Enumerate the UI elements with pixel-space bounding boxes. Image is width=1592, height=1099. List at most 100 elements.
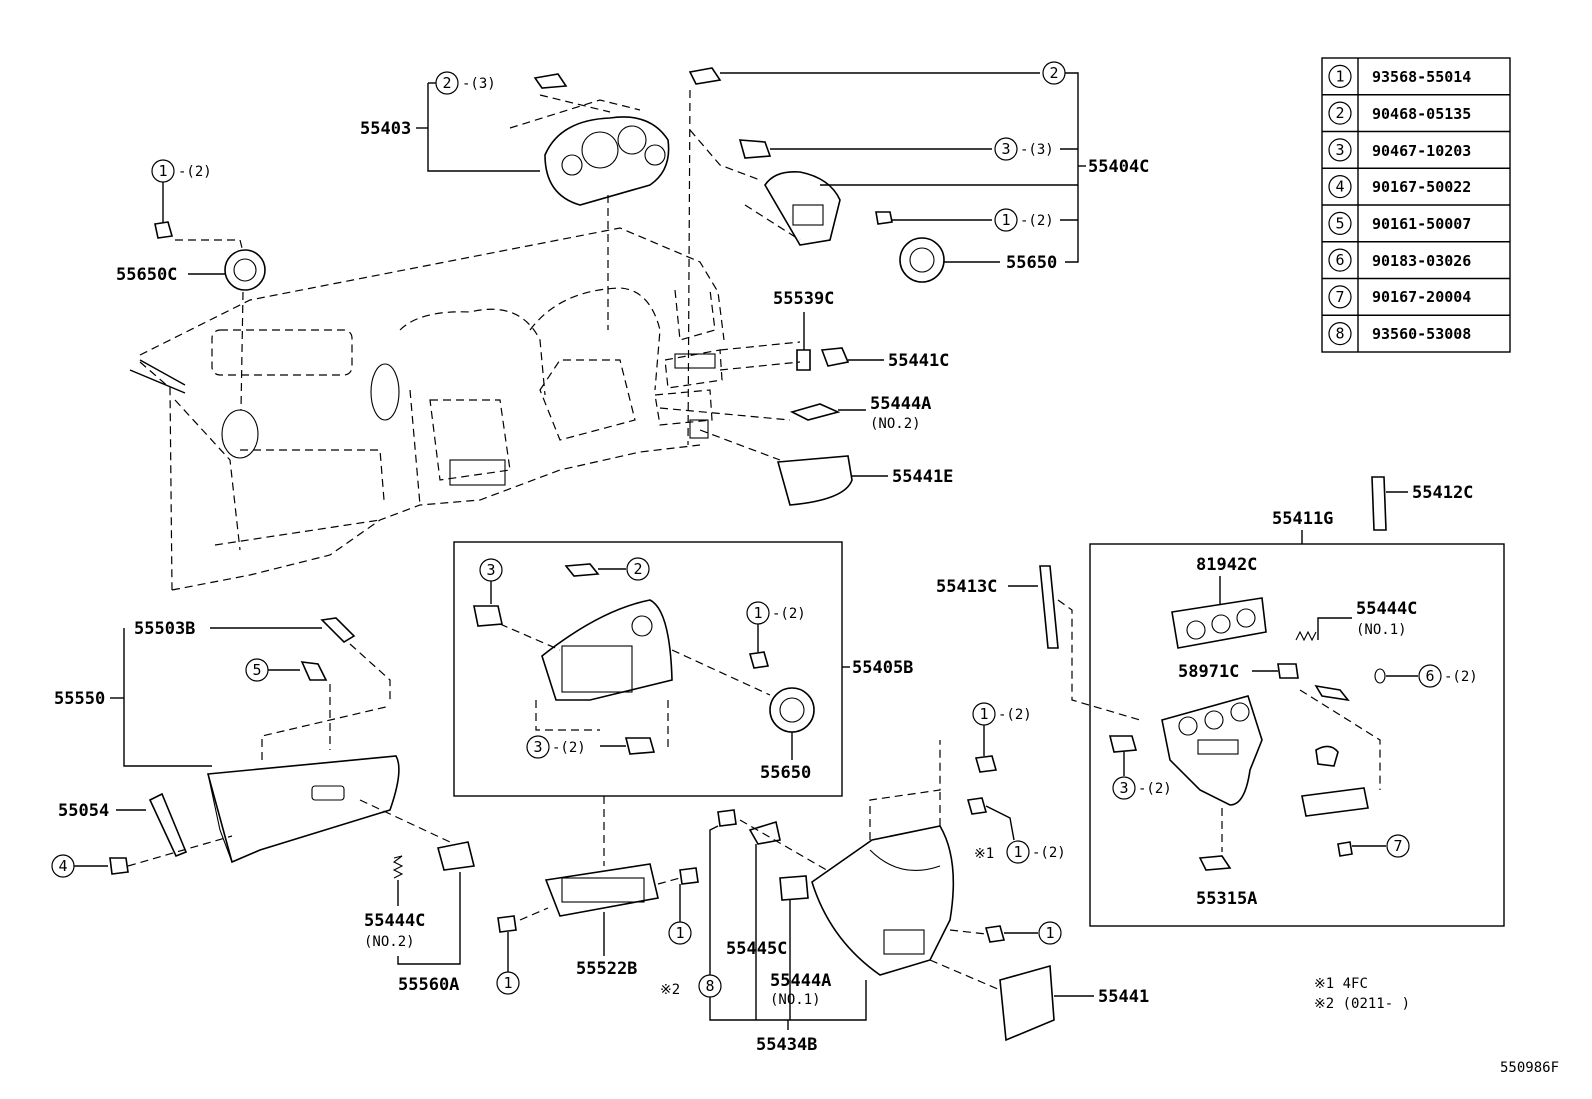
table-row-part: 93560-53008 [1372, 325, 1471, 343]
screw-part [497, 915, 517, 933]
svg-text:1: 1 [1013, 843, 1022, 861]
svg-text:-(2): -(2) [552, 740, 586, 756]
svg-text:(NO.2): (NO.2) [870, 416, 921, 432]
bezel-part [541, 599, 673, 701]
callout-3 [526, 735, 550, 759]
part-55403-group: 55403 2 -(3) [360, 71, 670, 330]
callout-2 [626, 557, 650, 581]
note-1: ※1 4FC [1314, 976, 1368, 992]
table-row-num: 2 [1335, 104, 1344, 122]
table-row: 4 90167-50022 [1328, 175, 1471, 199]
label-55411G: 55411G [1272, 509, 1333, 529]
label-55503B: 55503B [134, 619, 195, 639]
table-row-part: 90467-10203 [1372, 142, 1471, 160]
label-55444C-no2: 55444C [364, 911, 425, 931]
svg-text:5: 5 [252, 661, 261, 679]
label-55522B: 55522B [576, 959, 637, 979]
svg-text:2: 2 [442, 74, 451, 92]
label-58971C: 58971C [1178, 662, 1239, 682]
glove-box-part [206, 755, 400, 864]
svg-text:6: 6 [1425, 667, 1434, 685]
part-number-table: 1 93568-55014 2 90468-05135 3 90467-1020… [1321, 57, 1511, 353]
svg-text:-(3): -(3) [1020, 142, 1054, 158]
table-row-num: 5 [1335, 214, 1344, 232]
socket-part [1315, 745, 1339, 767]
screw-part [966, 797, 988, 815]
label-55404C: 55404C [1088, 157, 1149, 177]
display-part [544, 863, 659, 917]
label-55441C: 55441C [888, 351, 949, 371]
bezel-part [764, 170, 841, 246]
svg-text:1: 1 [1045, 924, 1054, 942]
notes: ※1 4FC ※2 (0211- ) 550986F [1314, 976, 1559, 1076]
label-55550: 55550 [54, 689, 105, 709]
callout-2 [435, 71, 459, 95]
glove-box-group: 55503B 55550 5 55054 4 55444C (NO.2) 555… [51, 617, 475, 995]
svg-text:2: 2 [633, 560, 642, 578]
table-row: 7 90167-20004 [1328, 285, 1471, 309]
clip-part [796, 349, 811, 371]
callout-1 [1038, 921, 1062, 945]
svg-text:3: 3 [1119, 779, 1128, 797]
switch-part [899, 237, 945, 283]
right-upper-parts: 55539C 55441C 55444A (NO.2) 55441E [659, 289, 953, 506]
svg-text:-(2): -(2) [772, 606, 806, 622]
table-row-num: 4 [1335, 178, 1344, 196]
svg-text:※2: ※2 [660, 982, 680, 998]
label-55434B: 55434B [756, 1035, 817, 1055]
pocket-part [776, 455, 853, 506]
label-55650-mid: 55650 [760, 763, 811, 783]
table-row-part: 90161-50007 [1372, 215, 1471, 233]
control-panel-part [1171, 597, 1267, 649]
label-55650C: 55650C [116, 265, 177, 285]
spring-part [779, 875, 809, 901]
label-55412C: 55412C [1412, 483, 1473, 503]
svg-text:3: 3 [533, 738, 542, 756]
clip-part [564, 563, 600, 577]
svg-text:3: 3 [1001, 140, 1010, 158]
diagram-id: 550986F [1500, 1060, 1559, 1076]
svg-text:-(2): -(2) [1020, 213, 1054, 229]
callout-8 [698, 974, 722, 998]
switch-part [224, 249, 266, 291]
callout-7 [1386, 834, 1410, 858]
console-group: ※2 8 55434B 55445C 55444A (NO.1) 1 -(2) … [660, 702, 1149, 1055]
center-cluster-box: 81942C 55444C (NO.1) 58971C 6 -(2) 3 -(2… [1089, 543, 1505, 927]
screw-part [154, 221, 174, 239]
svg-text:1: 1 [1001, 211, 1010, 229]
table-row-num: 6 [1335, 251, 1344, 269]
screw-part [875, 211, 893, 225]
cover-part [999, 964, 1055, 1042]
instrument-panel-drawing [129, 227, 725, 591]
table-row: 1 93568-55014 [1328, 64, 1471, 89]
svg-text:-(2): -(2) [1444, 669, 1478, 685]
table-row-part: 93568-55014 [1372, 68, 1471, 86]
clip-part [820, 347, 850, 367]
screw-part [717, 809, 737, 827]
svg-text:1: 1 [503, 974, 512, 992]
svg-text:(NO.1): (NO.1) [1356, 622, 1407, 638]
screw-part [109, 857, 129, 875]
label-55441E: 55441E [892, 467, 953, 487]
svg-text:※1: ※1 [974, 846, 994, 862]
bracket-part [1198, 855, 1232, 871]
svg-text:2: 2 [1049, 64, 1058, 82]
part-55412C-group: 55412C 55411G [1272, 476, 1473, 544]
table-row: 8 93560-53008 [1328, 322, 1471, 346]
label-55444A-no1: 55444A [770, 971, 831, 991]
screw-part [300, 661, 328, 681]
screw-part [748, 651, 770, 669]
center-bezel-part [1161, 695, 1263, 806]
table-row-num: 3 [1335, 141, 1344, 159]
table-row-part: 90468-05135 [1372, 105, 1471, 123]
label-55444A-no2: 55444A [870, 394, 931, 414]
label-55403: 55403 [360, 119, 411, 139]
callout-1 [1006, 840, 1030, 864]
svg-text:(NO.2): (NO.2) [364, 934, 415, 950]
svg-text:8: 8 [705, 977, 714, 995]
clip-part [473, 605, 503, 627]
table-row-part: 90183-03026 [1372, 252, 1471, 270]
svg-text:1: 1 [675, 924, 684, 942]
svg-text:7: 7 [1393, 837, 1402, 855]
